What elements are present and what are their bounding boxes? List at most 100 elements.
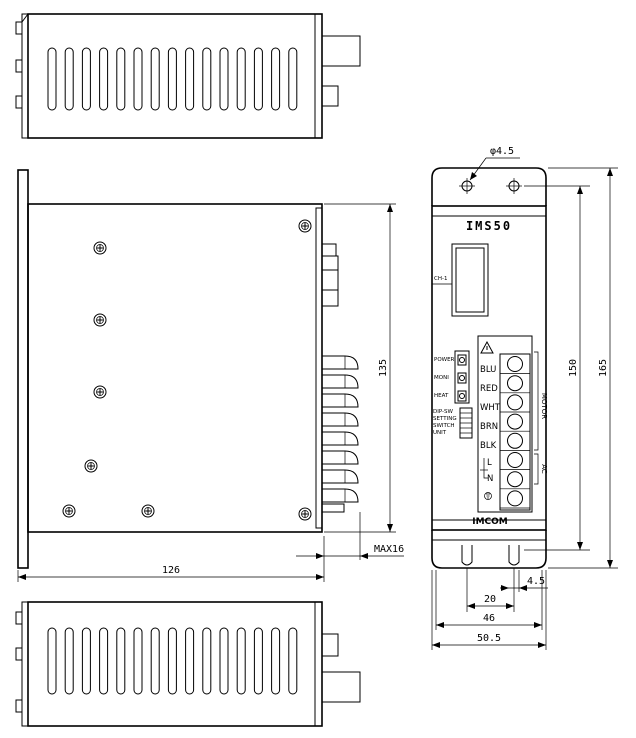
top-view-body <box>27 13 323 139</box>
indicator-label-power: POWER <box>434 357 455 363</box>
bottom-view-body <box>27 601 323 727</box>
front-panel <box>431 205 547 531</box>
top-view <box>15 13 361 139</box>
vent-slot <box>81 47 91 111</box>
vent-slot <box>116 47 126 111</box>
screw-icon <box>93 313 107 327</box>
vent-slot <box>64 47 74 111</box>
side-view-mount-plate <box>17 169 29 569</box>
display-window <box>451 243 489 317</box>
ac-group-label: AC <box>540 464 548 474</box>
terminal-screw <box>500 432 530 451</box>
terminal-screw <box>500 490 530 509</box>
dip-label-4: UNIT <box>433 430 447 436</box>
terminal-fin <box>322 393 359 408</box>
screw-icon <box>298 219 312 233</box>
terminal-screw <box>500 394 530 413</box>
vent-slot <box>236 627 246 695</box>
terminal-fin <box>322 412 359 427</box>
dip-label-2: SETTING <box>433 416 457 422</box>
mount-slot-right <box>508 545 520 566</box>
indicator-label-moni: MONI <box>434 375 449 381</box>
mount-hole-right <box>506 178 522 194</box>
vent-slot <box>167 47 177 111</box>
screw-icon <box>93 241 107 255</box>
dim-terminal-protrusion: MAX16 <box>374 544 404 555</box>
vent-slot <box>253 627 263 695</box>
model-name: IMS50 <box>466 219 512 233</box>
screw-icon <box>141 504 155 518</box>
vent-slot <box>150 627 160 695</box>
display-label: CH-1 <box>434 276 447 282</box>
wire-label-red: RED <box>480 384 498 394</box>
vent-slot <box>133 627 143 695</box>
terminal-screw <box>500 471 530 490</box>
warning-icon <box>480 340 494 354</box>
dim-side-height: 135 <box>378 359 389 377</box>
terminal-fin <box>322 355 359 370</box>
terminal-fin <box>322 431 359 446</box>
terminal-fin <box>322 450 359 465</box>
front-top-tab <box>431 167 547 206</box>
side-view-terminals <box>321 355 359 513</box>
front-bottom-tab <box>431 530 547 569</box>
wire-label-blu: BLU <box>480 365 496 375</box>
vent-slot <box>167 627 177 695</box>
terminal-block <box>477 335 533 513</box>
wire-label-n: N <box>487 474 493 484</box>
brand-logo: IMCOM <box>472 517 508 527</box>
dip-switch[interactable] <box>459 407 473 439</box>
dip-label-3: SWITCH <box>433 423 455 429</box>
side-view-body <box>27 203 323 533</box>
vent-slot <box>99 627 109 695</box>
vent-slot <box>150 47 160 111</box>
vent-slot <box>271 47 281 111</box>
wire-label-blk: BLK <box>480 441 497 451</box>
vent-slot <box>133 47 143 111</box>
vent-slot <box>99 47 109 111</box>
dim-front-inner-height: 150 <box>568 359 579 377</box>
vent-slot <box>185 47 195 111</box>
mount-hole-left <box>459 178 475 194</box>
indicator-label-heat: HEAT <box>434 393 449 399</box>
ground-icon <box>484 492 492 500</box>
vent-slot <box>47 47 57 111</box>
dim-hole-diameter: φ4.5 <box>490 146 514 157</box>
vent-slot <box>288 47 298 111</box>
motor-group-label: MOTOR <box>540 393 548 419</box>
vent-slot <box>202 47 212 111</box>
terminal-screw <box>500 356 530 374</box>
vent-slot <box>236 47 246 111</box>
vent-slot <box>202 627 212 695</box>
dim-front-total-height: 165 <box>598 359 609 377</box>
vent-slot <box>64 627 74 695</box>
vent-slot <box>271 627 281 695</box>
bottom-view-connector <box>321 671 361 703</box>
front-view: φ4.5 IMS50 CH-1 POWER MONI HEAT DIP-SW S… <box>431 146 618 650</box>
bottom-view <box>15 601 361 727</box>
heat-led <box>457 390 467 402</box>
moni-led <box>457 372 467 384</box>
dim-total-width: 50.5 <box>477 633 501 644</box>
dim-slot-pitch: 20 <box>484 594 496 605</box>
power-led <box>457 354 467 366</box>
wire-label-wht: WHT <box>480 403 501 413</box>
dip-label-1: DIP-SW <box>433 409 454 415</box>
dim-slot-width: 4.5 <box>527 576 545 587</box>
vent-slot <box>47 627 57 695</box>
dim-inner-width: 46 <box>483 613 495 624</box>
vent-slot <box>116 627 126 695</box>
vent-slot <box>288 627 298 695</box>
terminal-screw <box>500 375 530 394</box>
top-view-connector <box>321 35 361 67</box>
side-view-screws <box>62 219 312 521</box>
dim-side-length: 126 <box>162 565 180 576</box>
vent-slot <box>81 627 91 695</box>
screw-icon <box>93 385 107 399</box>
terminal-fin <box>322 374 359 389</box>
vent-slot <box>253 47 263 111</box>
vent-slot <box>185 627 195 695</box>
screw-icon <box>62 504 76 518</box>
